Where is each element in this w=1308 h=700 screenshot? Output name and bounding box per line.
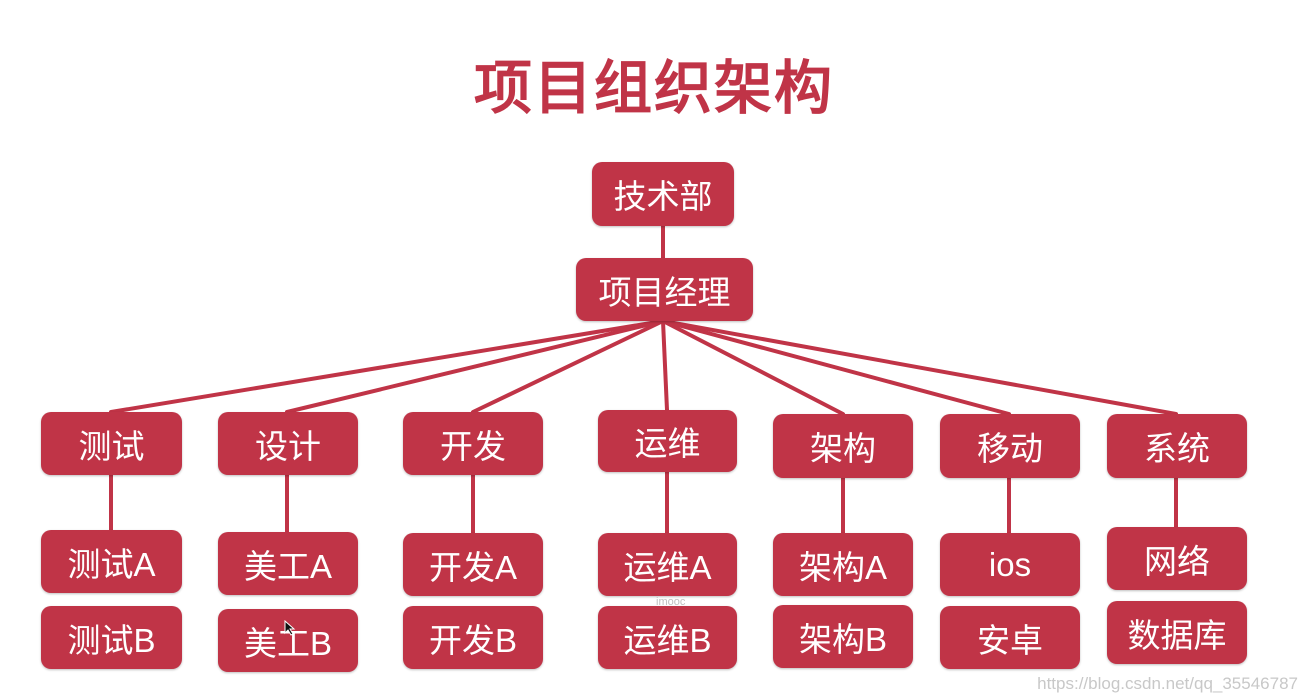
node-child-ops-a: 运维A bbox=[598, 533, 737, 596]
node-child-testing-a: 测试A bbox=[41, 530, 182, 593]
node-dept-operations: 运维 bbox=[598, 410, 737, 472]
node-child-dev-b: 开发B bbox=[403, 606, 543, 669]
node-dept-testing: 测试 bbox=[41, 412, 182, 475]
connector-manager-dept-0 bbox=[109, 319, 665, 414]
connector-manager-dept-6 bbox=[661, 319, 1178, 416]
node-dept-development: 开发 bbox=[403, 412, 543, 475]
connector-manager-dept-1 bbox=[285, 319, 665, 414]
node-dept-architecture: 架构 bbox=[773, 414, 913, 478]
imooc-watermark: imooc bbox=[656, 596, 686, 608]
connector-manager-dept-4 bbox=[661, 319, 845, 416]
node-child-testing-b: 测试B bbox=[41, 606, 182, 669]
node-child-mobile-ios: ios bbox=[940, 533, 1080, 596]
node-child-dev-a: 开发A bbox=[403, 533, 543, 596]
node-child-ops-b: 运维B bbox=[598, 606, 737, 669]
node-child-system-network: 网络 bbox=[1107, 527, 1247, 590]
chart-title: 项目组织架构 bbox=[473, 54, 834, 122]
node-dept-system: 系统 bbox=[1107, 414, 1247, 478]
node-root: 技术部 bbox=[592, 162, 734, 226]
node-dept-design: 设计 bbox=[218, 412, 358, 475]
node-child-system-database: 数据库 bbox=[1107, 601, 1247, 664]
node-child-mobile-android: 安卓 bbox=[940, 606, 1080, 669]
node-manager: 项目经理 bbox=[576, 258, 753, 321]
connector-manager-dept-3 bbox=[661, 319, 669, 412]
source-url-watermark: https://blog.csdn.net/qq_35546787 bbox=[1037, 674, 1298, 693]
connector-manager-dept-5 bbox=[661, 319, 1011, 416]
mouse-cursor-icon bbox=[284, 620, 296, 636]
node-child-arch-a: 架构A bbox=[773, 533, 913, 596]
node-child-design-b: 美工B bbox=[218, 609, 358, 672]
node-child-arch-b: 架构B bbox=[773, 605, 913, 668]
node-child-design-a: 美工A bbox=[218, 532, 358, 595]
node-dept-mobile: 移动 bbox=[940, 414, 1080, 478]
connector-manager-dept-2 bbox=[471, 319, 665, 414]
